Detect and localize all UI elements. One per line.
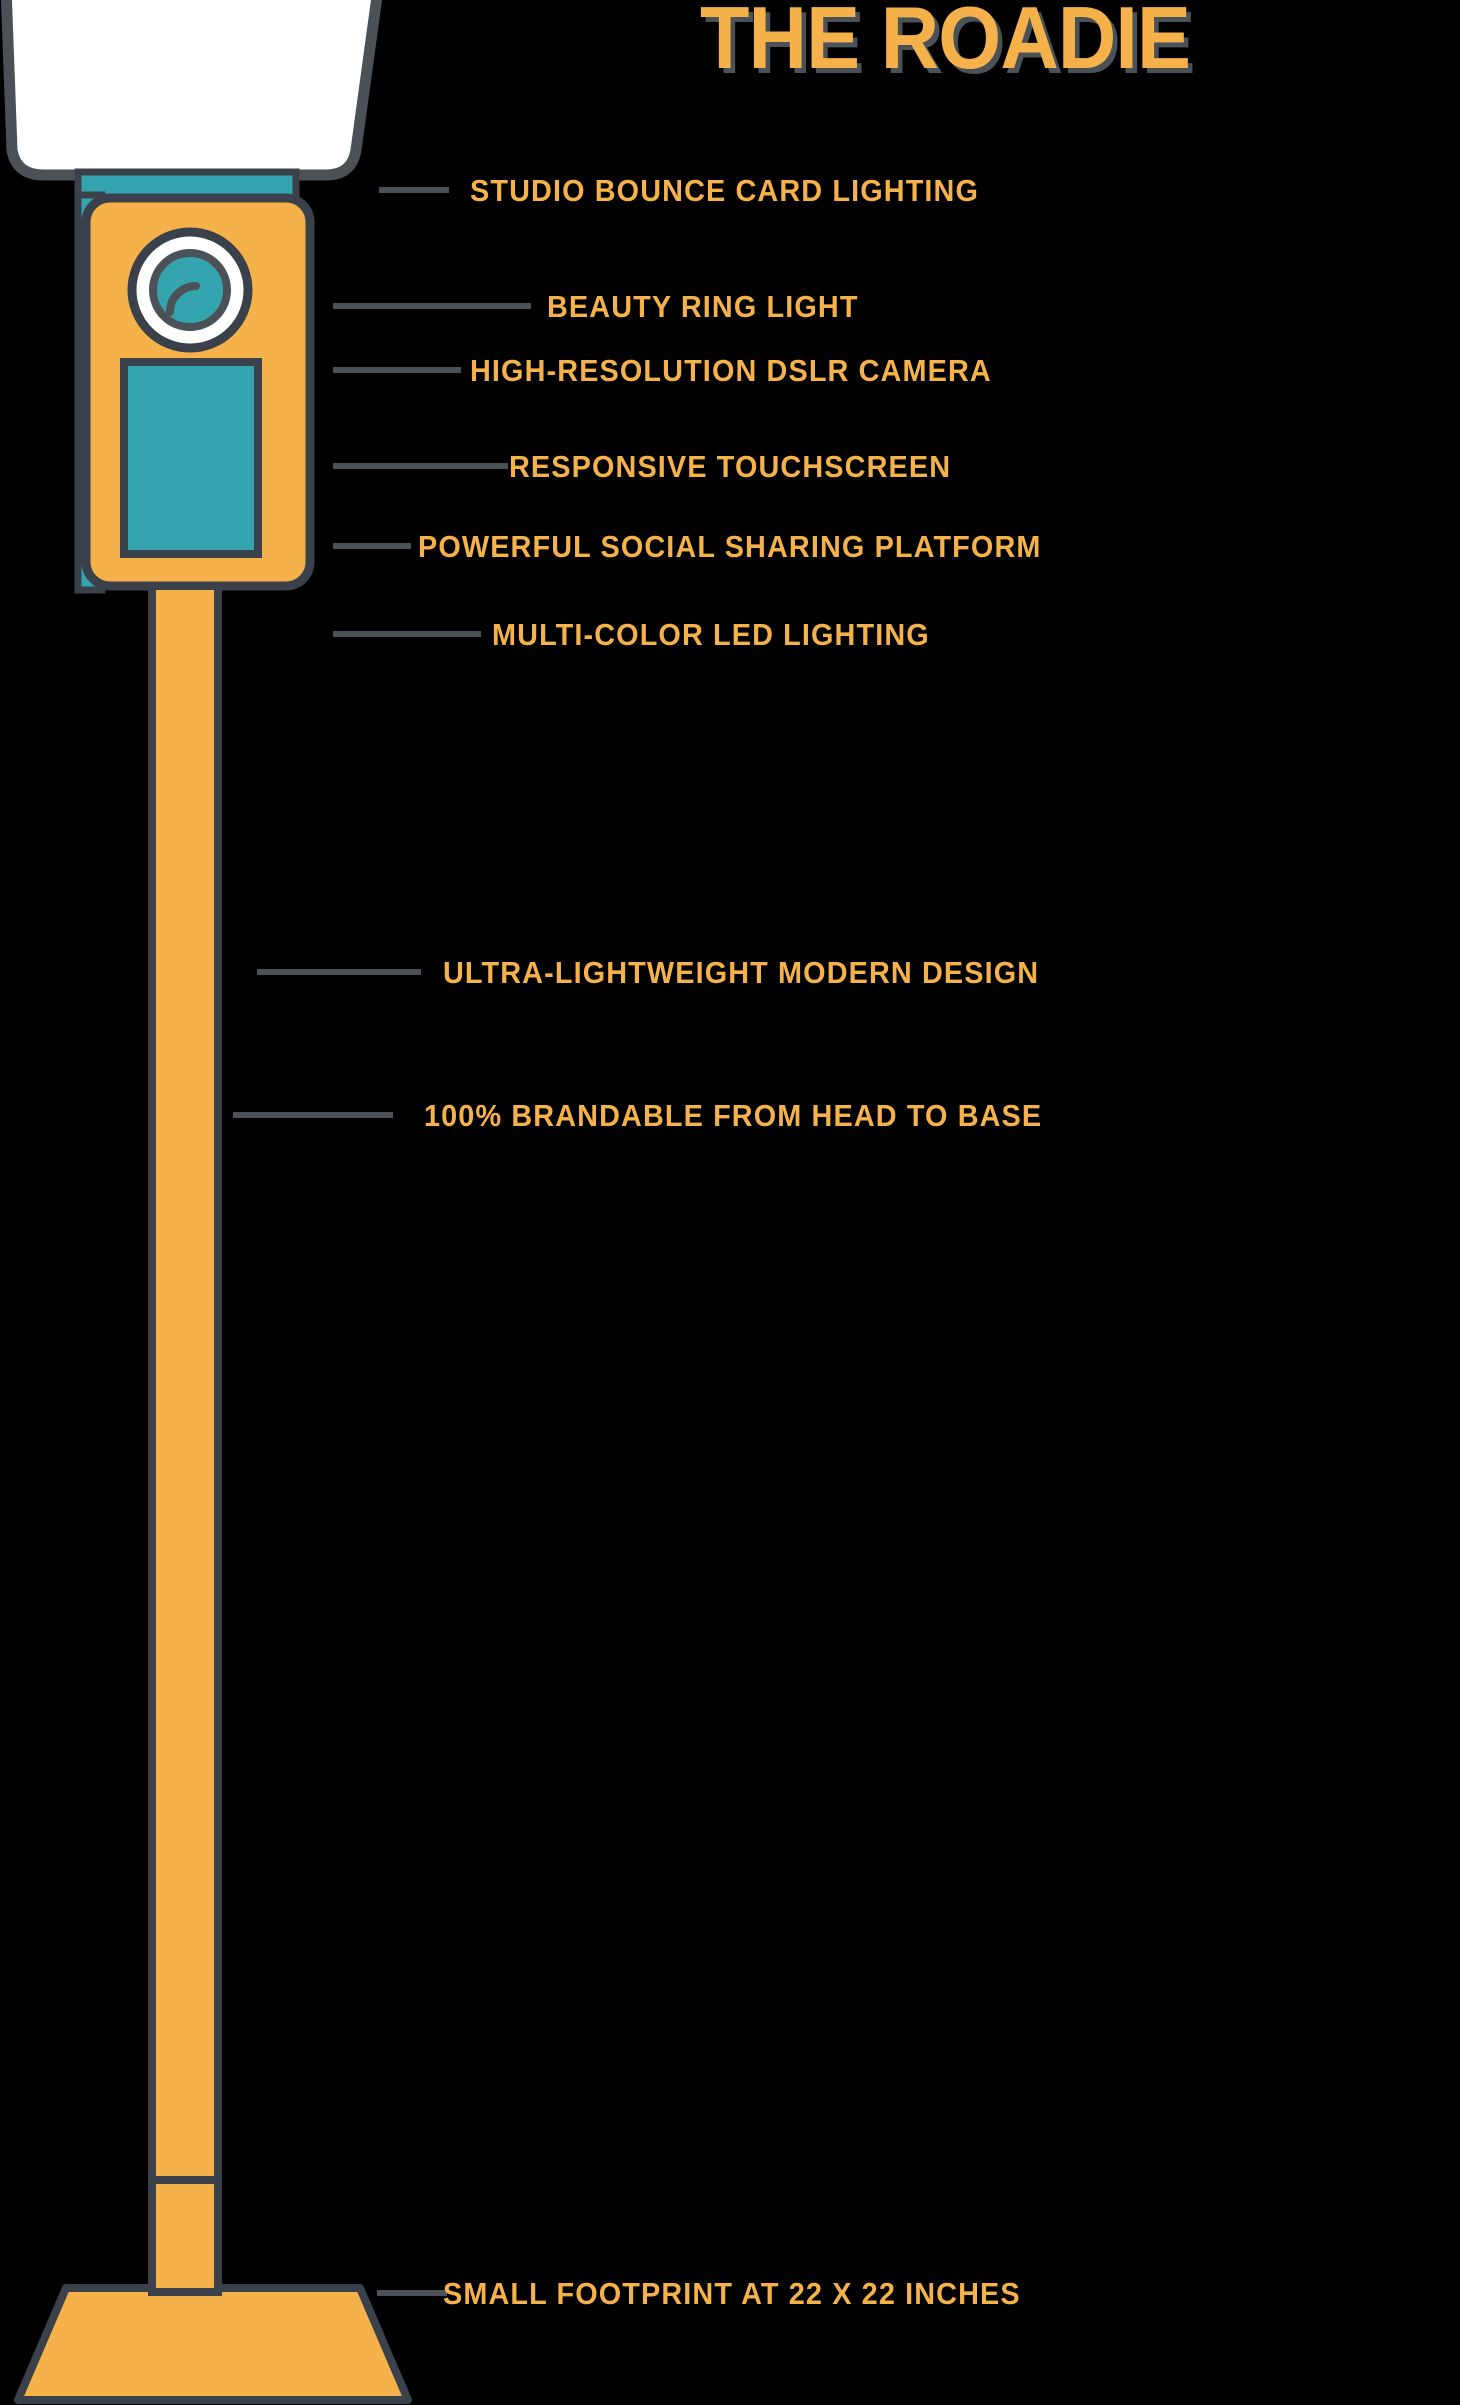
leader-line bbox=[333, 631, 481, 637]
page-title: THE ROADIE bbox=[700, 0, 1191, 87]
leader-line bbox=[377, 2290, 447, 2296]
callout-label: RESPONSIVE TOUCHSCREEN bbox=[509, 448, 952, 484]
callout-label: 100% BRANDABLE FROM HEAD TO BASE bbox=[424, 1097, 1043, 1133]
callout-label: HIGH-RESOLUTION DSLR CAMERA bbox=[470, 352, 992, 388]
callout-powerful-social-sharing-platform[interactable]: POWERFUL SOCIAL SHARING PLATFORM bbox=[333, 524, 1088, 568]
callout-label: MULTI-COLOR LED LIGHTING bbox=[492, 616, 930, 652]
callout-brandable-head-to-base[interactable]: 100% BRANDABLE FROM HEAD TO BASE bbox=[233, 1093, 1089, 1137]
callout-small-footprint[interactable]: SMALL FOOTPRINT AT 22 X 22 INCHES bbox=[377, 2271, 1064, 2315]
leader-line bbox=[333, 543, 411, 549]
leader-line bbox=[379, 187, 449, 193]
callout-label: BEAUTY RING LIGHT bbox=[547, 288, 859, 324]
leader-line bbox=[333, 463, 508, 469]
callout-label: ULTRA-LIGHTWEIGHT MODERN DESIGN bbox=[443, 954, 1040, 990]
leader-line bbox=[333, 303, 531, 309]
callout-high-resolution-dslr-camera[interactable]: HIGH-RESOLUTION DSLR CAMERA bbox=[333, 348, 1031, 392]
callout-label: SMALL FOOTPRINT AT 22 X 22 INCHES bbox=[443, 2275, 1021, 2311]
camera-lens-icon bbox=[149, 249, 231, 331]
callout-multi-color-led-lighting[interactable]: MULTI-COLOR LED LIGHTING bbox=[333, 612, 963, 656]
callout-beauty-ring-light[interactable]: BEAUTY RING LIGHT bbox=[333, 284, 882, 328]
callout-ultra-lightweight-modern-design[interactable]: ULTRA-LIGHTWEIGHT MODERN DESIGN bbox=[257, 950, 1084, 994]
leader-line bbox=[333, 367, 461, 373]
pole-icon bbox=[148, 582, 222, 2292]
callout-label: POWERFUL SOCIAL SHARING PLATFORM bbox=[418, 528, 1042, 564]
product-illustration bbox=[0, 0, 412, 2404]
callout-studio-bounce-card-lighting[interactable]: STUDIO BOUNCE CARD LIGHTING bbox=[379, 168, 1017, 212]
base-icon bbox=[14, 2176, 412, 2404]
callout-responsive-touchscreen[interactable]: RESPONSIVE TOUCHSCREEN bbox=[333, 444, 984, 488]
callout-label: STUDIO BOUNCE CARD LIGHTING bbox=[470, 172, 980, 208]
bounce-card-icon bbox=[0, 0, 383, 181]
leader-line bbox=[233, 1112, 393, 1118]
leader-line bbox=[257, 969, 421, 975]
touchscreen-icon bbox=[120, 358, 262, 558]
